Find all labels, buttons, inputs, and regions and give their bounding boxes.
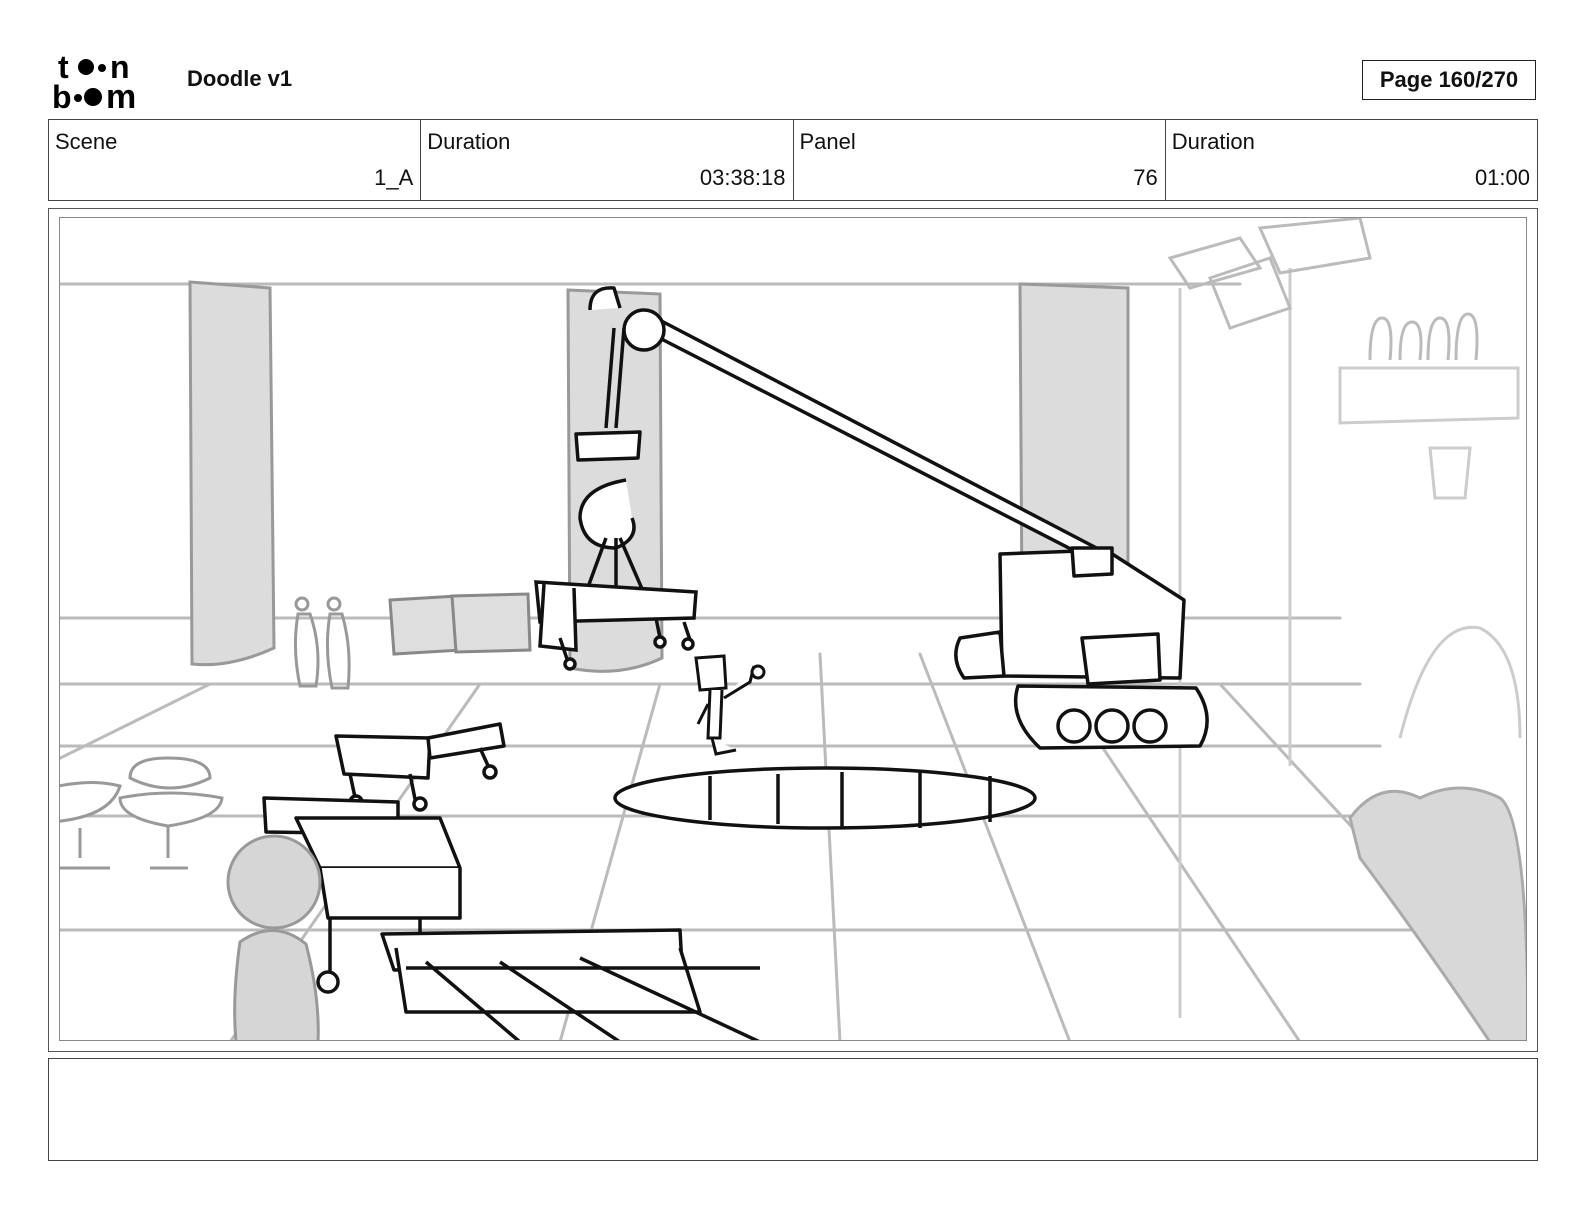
storyboard-panel-frame: [48, 208, 1538, 1052]
svg-text:n: n: [110, 50, 130, 85]
storyboard-sketch: [59, 217, 1527, 1041]
panel-duration-label: Duration: [1171, 129, 1255, 154]
document-title: Doodle v1: [187, 66, 293, 91]
panel-duration-cell: Duration 01:00: [1166, 120, 1537, 200]
page-indicator: Page 160/270: [1362, 60, 1536, 100]
scene-duration-label: Duration: [427, 129, 511, 154]
toon-boom-logo: t n b m: [50, 49, 166, 116]
panel-notes-area[interactable]: [48, 1058, 1538, 1161]
panel-label: Panel: [799, 129, 856, 154]
scene-duration-cell: Duration 03:38:18: [421, 120, 794, 200]
scene-value: 1_A: [374, 165, 414, 190]
panel-duration-value: 01:00: [1474, 165, 1530, 190]
panel-cell: Panel 76: [794, 120, 1166, 200]
scene-label: Scene: [55, 129, 118, 154]
svg-text:b: b: [52, 79, 72, 112]
panel-info-table: Scene 1_A Duration 03:38:18 Panel 76 Dur…: [48, 119, 1538, 201]
scene-duration-value: 03:38:18: [699, 165, 786, 190]
scene-cell: Scene 1_A: [49, 120, 422, 200]
panel-value: 76: [1133, 165, 1158, 190]
svg-text:t: t: [58, 50, 69, 85]
svg-text:m: m: [106, 78, 136, 112]
